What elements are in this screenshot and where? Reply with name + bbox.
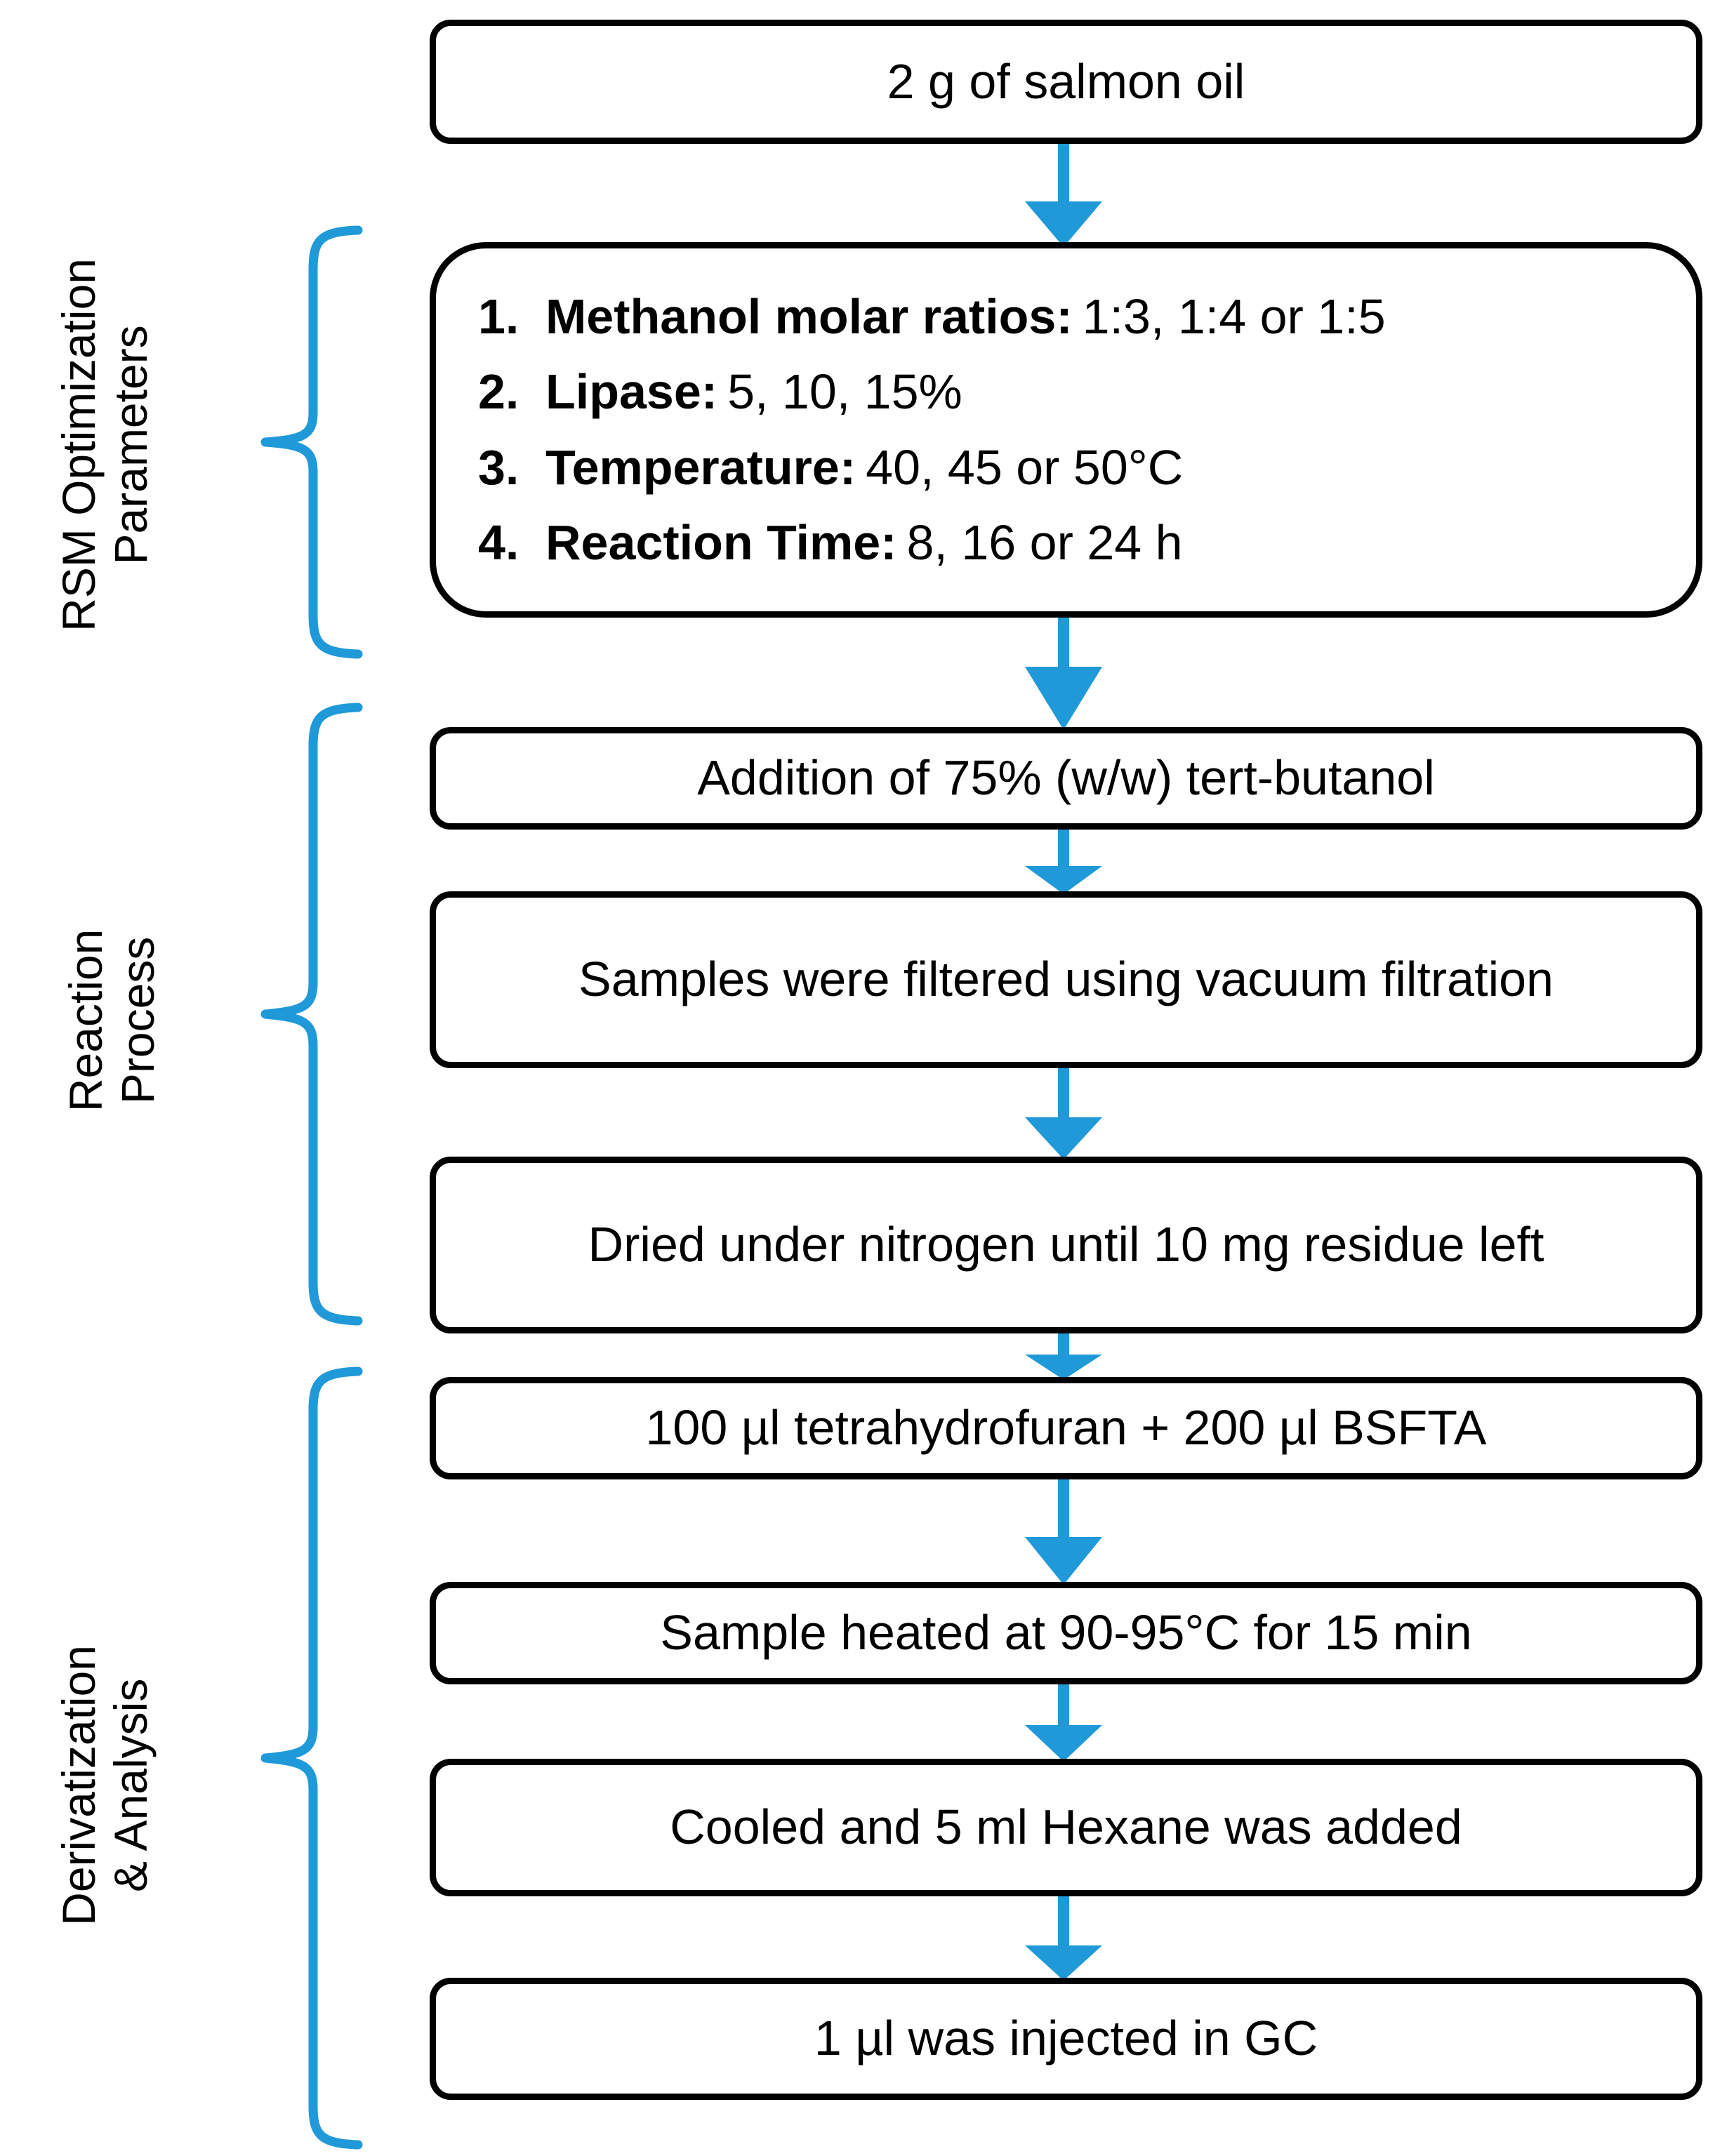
node-sample-heated-text: Sample heated at 90-95°C for 15 min — [660, 1605, 1472, 1661]
node-add-tert-butanol-text: Addition of 75% (w/w) tert-butanol — [697, 750, 1435, 806]
brace-derivatization — [260, 1366, 363, 2150]
parameter-value: 8, 16 or 24 h — [906, 514, 1183, 570]
node-cooled-hexane-text: Cooled and 5 ml Hexane was added — [670, 1799, 1462, 1855]
node-cooled-hexane[interactable]: Cooled and 5 ml Hexane was added — [430, 1759, 1702, 1896]
parameter-label: Temperature: — [545, 439, 856, 495]
parameter-label: Lipase: — [545, 364, 718, 420]
parameter-label: Methanol molar ratios: — [545, 289, 1073, 345]
parameter-row: 1. Methanol molar ratios: 1:3, 1:4 or 1:… — [478, 288, 1678, 345]
section-label-reaction-line2: Process — [112, 936, 164, 1105]
parameter-row: 2. Lipase: 5, 10, 15% — [478, 364, 1678, 420]
node-rsm-parameters[interactable]: 1. Methanol molar ratios: 1:3, 1:4 or 1:… — [430, 242, 1702, 618]
brace-rsm — [260, 225, 363, 659]
node-thf-bsfta-text: 100 µl tetrahydrofuran + 200 µl BSFTA — [645, 1400, 1487, 1456]
section-label-derivatization-line2: & Analysis — [105, 1678, 157, 1893]
section-label-reaction: Reaction Process — [60, 775, 164, 1266]
parameter-number: 1. — [478, 289, 519, 345]
node-sample-heated[interactable]: Sample heated at 90-95°C for 15 min — [430, 1582, 1702, 1684]
node-thf-bsfta[interactable]: 100 µl tetrahydrofuran + 200 µl BSFTA — [430, 1377, 1702, 1479]
parameter-row: 4. Reaction Time: 8, 16 or 24 h — [478, 514, 1678, 571]
section-label-derivatization-line1: Derivatization — [53, 1644, 105, 1926]
node-salmon-oil[interactable]: 2 g of salmon oil — [430, 20, 1702, 144]
section-label-rsm-line1: RSM Optimization — [53, 258, 105, 632]
parameter-label: Reaction Time: — [545, 514, 897, 570]
node-injected-gc[interactable]: 1 µl was injected in GC — [430, 1978, 1702, 2100]
section-label-derivatization: Derivatization & Analysis — [53, 1533, 157, 2038]
node-vacuum-filtration[interactable]: Samples were filtered using vacuum filtr… — [430, 891, 1702, 1068]
parameter-number: 3. — [478, 439, 519, 495]
section-label-rsm: RSM Optimization Parameters — [53, 199, 157, 691]
parameter-number: 4. — [478, 514, 519, 570]
parameter-value: 1:3, 1:4 or 1:5 — [1082, 289, 1386, 345]
parameter-value: 5, 10, 15% — [727, 364, 962, 420]
parameter-value: 40, 45 or 50°C — [866, 439, 1184, 495]
parameter-row: 3. Temperature: 40, 45 or 50°C — [478, 439, 1678, 496]
parameter-number: 2. — [478, 364, 519, 420]
node-dried-under-nitrogen-text: Dried under nitrogen until 10 mg residue… — [588, 1217, 1544, 1272]
node-injected-gc-text: 1 µl was injected in GC — [814, 2011, 1318, 2066]
section-label-reaction-line1: Reaction — [60, 929, 112, 1112]
section-label-rsm-line2: Parameters — [105, 325, 157, 565]
node-salmon-oil-text: 2 g of salmon oil — [887, 53, 1245, 109]
rsm-parameter-list: 1. Methanol molar ratios: 1:3, 1:4 or 1:… — [454, 288, 1678, 571]
node-dried-under-nitrogen[interactable]: Dried under nitrogen until 10 mg residue… — [430, 1157, 1702, 1333]
brace-reaction — [260, 703, 363, 1326]
node-vacuum-filtration-text: Samples were filtered using vacuum filtr… — [578, 952, 1554, 1007]
node-add-tert-butanol[interactable]: Addition of 75% (w/w) tert-butanol — [430, 727, 1702, 830]
